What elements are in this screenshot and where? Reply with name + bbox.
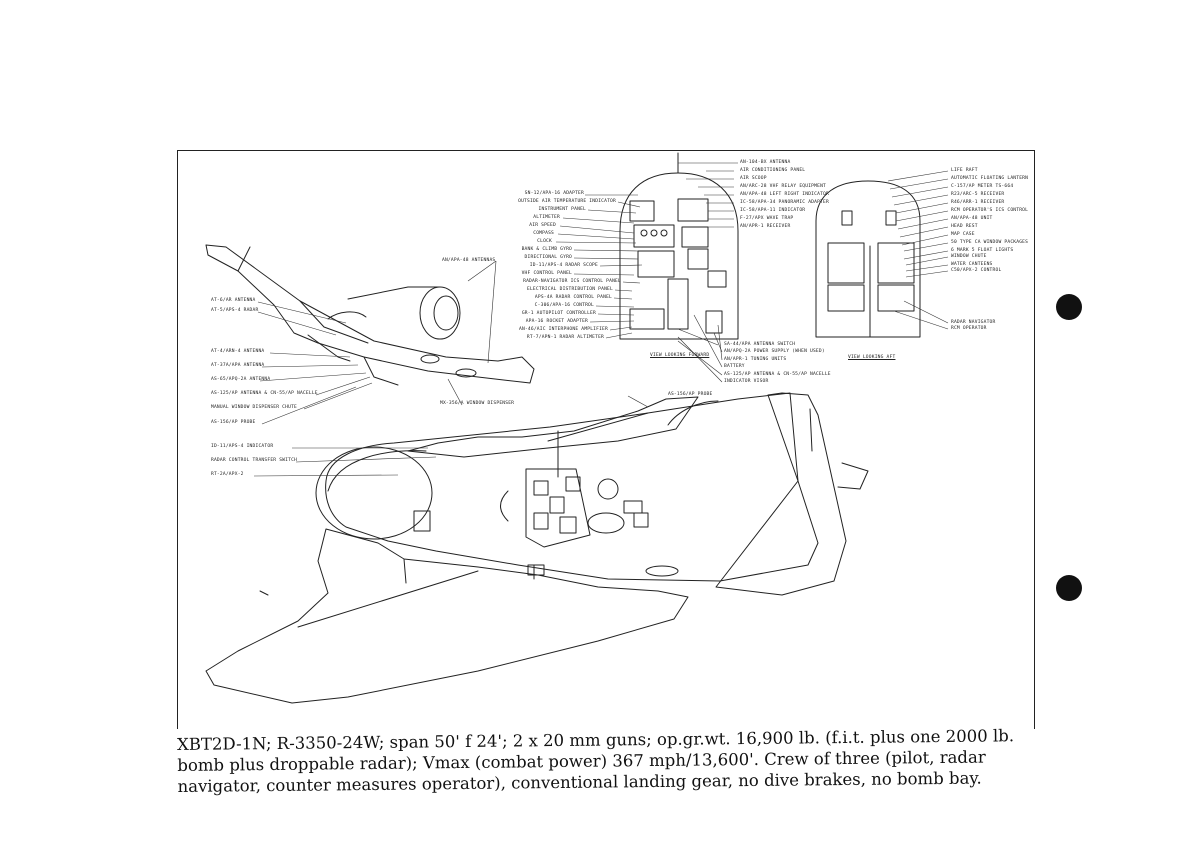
callout-label: C50/APX-2 CONTROL: [951, 268, 1002, 273]
callout-label: IC-58/APA-34 PANORAMIC ADAPTER: [740, 200, 829, 205]
small-plane-illustration: [205, 244, 535, 386]
leader-lines: [253, 162, 949, 477]
callout-label: AN/APR-1 RECEIVER: [740, 224, 791, 229]
callout-label: AN/APA-48 ANTENNAS: [442, 258, 496, 263]
callout-label: R46/ARR-1 RECEIVER: [951, 200, 1005, 205]
callout-label: AIR SCOOP: [740, 176, 767, 181]
callout-label: F-27/APX WAVE TRAP: [740, 216, 794, 221]
callout-label: 6 MARK 5 FLOAT LIGHTS: [951, 248, 1014, 253]
callout-label: AN/APA-48 LEFT RIGHT INDICATOR: [740, 192, 829, 197]
aft-view-section: [815, 180, 921, 338]
figure-caption: XBT2D-1N; R-3350-24W; span 50' f 24'; 2 …: [177, 725, 1058, 797]
callout-label: CLOCK: [537, 239, 552, 244]
callout-label: COMPASS: [533, 231, 554, 236]
callout-label: APS-4A RADAR CONTROL PANEL: [534, 295, 612, 300]
punch-hole: [1056, 575, 1082, 601]
callout-label: AT-37A/APA ANTENNA: [211, 363, 265, 368]
callout-label: GR-1 AUTOPILOT CONTROLLER: [521, 311, 596, 316]
callout-label: C-157/AP METER TS-664: [951, 184, 1014, 189]
callout-label: AS-156/AP PROBE: [211, 420, 256, 425]
main-aircraft-illustration: [205, 392, 869, 704]
callout-label: BATTERY: [724, 364, 745, 369]
callout-label: AN-104-BX ANTENNA: [740, 160, 791, 165]
callout-label: BANK & CLIMB GYRO: [521, 247, 572, 252]
callout-label: RADAR-NAVIGATOR ICS CONTROL PANEL: [523, 279, 621, 284]
callout-label: ELECTRICAL DISTRIBUTION PANEL: [526, 287, 613, 292]
diagram-frame: AN/APA-48 ANTENNAS AT-6/AR ANTENNA AT-5/…: [177, 150, 1035, 729]
callout-label: WATER CANTEENS: [951, 262, 993, 267]
callout-label: AS-65/APQ-2A ANTENNA: [211, 377, 271, 382]
callout-label: AN/APQ-2A POWER SUPPLY (WHEN USED): [724, 349, 825, 354]
callout-label: 50 TYPE CA WINDOW PACKAGES: [951, 240, 1029, 245]
callout-label: AIR SPEED: [529, 223, 556, 228]
callout-label: INDICATOR VISOR: [724, 379, 769, 384]
callout-label: MANUAL WINDOW DISPENSER CHUTE: [211, 405, 298, 410]
callout-label: AT-6/AR ANTENNA: [211, 298, 256, 303]
callout-label: AIR CONDITIONING PANEL: [740, 168, 806, 173]
callout-label: AT-4/ARN-4 ANTENNA: [211, 349, 265, 354]
view-forward-label: VIEW LOOKING FORWARD: [650, 353, 710, 358]
callout-label: RCM OPERATOR: [951, 326, 987, 331]
callout-label: ALTIMETER: [533, 215, 560, 220]
callout-label: WINDOW CHUTE: [951, 254, 987, 259]
callout-label: INSTRUMENT PANEL: [538, 207, 586, 212]
callout-label: APA-16 ROCKET ADAPTER: [525, 319, 588, 324]
callout-label: OUTSIDE AIR TEMPERATURE INDICATOR: [518, 199, 616, 204]
callout-label: AN/ARC-28 VHF RELAY EQUIPMENT: [740, 184, 827, 189]
callout-label: AT-5/APS-4 RADAR: [211, 308, 259, 313]
callout-label: MX-356/A WINDOW DISPENSER: [440, 401, 515, 406]
callout-label: IC-58/APA-11 INDICATOR: [740, 208, 806, 213]
callout-label: AS-156/AP PROBE: [668, 392, 713, 397]
callout-label: SN-12/APA-16 ADAPTER: [524, 191, 584, 196]
callout-label: ID-11/APS-4 INDICATOR: [211, 444, 274, 449]
callout-label: AS-125/AP ANTENNA & CN-55/AP NACELLE: [211, 391, 318, 396]
callout-label: AS-125/AP ANTENNA & CN-55/AP NACELLE: [724, 372, 831, 377]
cutaway-drawing: [205, 152, 949, 704]
callout-label: DIRECTIONAL GYRO: [524, 255, 572, 260]
callout-label: VHF CONTROL PANEL: [521, 271, 572, 276]
callout-label: RADAR NAVIGATOR: [951, 320, 996, 325]
callout-label: AN/APA-48 UNIT: [951, 216, 993, 221]
callout-label: AN/APR-1 TUNING UNITS: [724, 357, 787, 362]
callout-label: R23/ARC-5 RECEIVER: [951, 192, 1005, 197]
callout-label: SA-44/APA ANTENNA SWITCH: [724, 342, 796, 347]
callout-label: C-306/APA-16 CONTROL: [534, 303, 594, 308]
callout-label: RCM OPERATOR'S ICS CONTROL: [951, 208, 1029, 213]
callout-label: ID-11/APS-4 RADAR SCOPE: [529, 263, 598, 268]
callout-label: RADAR CONTROL TRANSFER SWITCH: [211, 458, 298, 463]
callout-label: AN-46/AIC INTERPHONE AMPLIFIER: [519, 327, 608, 332]
callout-label: RT-2A/APX-2: [211, 472, 244, 477]
callout-label: MAP CASE: [951, 232, 975, 237]
callout-label: HEAD REST: [951, 224, 978, 229]
callout-label: LIFE RAFT: [951, 168, 978, 173]
callout-label: RT-7/APN-1 RADAR ALTIMETER: [526, 335, 604, 340]
callout-label: AUTOMATIC FLOATING LANTERN: [951, 176, 1029, 181]
punch-hole: [1056, 294, 1082, 320]
view-aft-label: VIEW LOOKING AFT: [848, 355, 896, 360]
forward-view-section: [619, 152, 739, 340]
